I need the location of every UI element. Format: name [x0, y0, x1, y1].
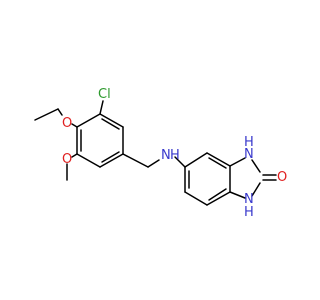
- double-bond: [208, 157, 227, 169]
- bond: [229, 157, 246, 167]
- bond: [251, 159, 261, 173]
- bond: [99, 100, 104, 115]
- bond: [71, 123, 78, 128]
- double-bond: [101, 151, 120, 163]
- bond: [206, 191, 231, 206]
- bond: [147, 159, 160, 168]
- ring-n-bottom-label: N: [244, 192, 254, 207]
- bond: [76, 113, 101, 128]
- bond: [184, 191, 208, 206]
- ring-h-top-label: H: [244, 135, 254, 150]
- bond: [122, 153, 149, 168]
- methoxy-oxygen-label: O: [62, 152, 72, 167]
- molecule-structure: Cl O O N H N H N H O: [34, 87, 287, 220]
- atom-labels: Cl O O N H N H N H O: [62, 87, 287, 220]
- bond: [251, 182, 261, 197]
- bonds: [34, 100, 277, 206]
- ring-h-bottom-label: H: [244, 205, 254, 220]
- bond: [184, 152, 208, 168]
- bond: [71, 153, 78, 158]
- double-bond: [208, 188, 227, 201]
- structure-canvas: Cl O O N H N H N H O: [34, 87, 287, 220]
- bond: [229, 191, 246, 199]
- ring-n-top-label: N: [244, 147, 254, 162]
- carbonyl-oxygen-label: O: [277, 170, 287, 185]
- bond: [57, 108, 63, 116]
- bond: [206, 152, 231, 167]
- bond: [174, 156, 186, 168]
- bond: [34, 108, 59, 121]
- chlorine-label: Cl: [98, 87, 111, 102]
- bond: [99, 113, 124, 128]
- double-bond: [101, 118, 120, 130]
- bond: [76, 153, 101, 168]
- amine-n-label: N: [161, 148, 171, 163]
- bond: [99, 153, 124, 168]
- amine-h-label: H: [170, 148, 180, 163]
- ethoxy-oxygen-label: O: [62, 116, 72, 131]
